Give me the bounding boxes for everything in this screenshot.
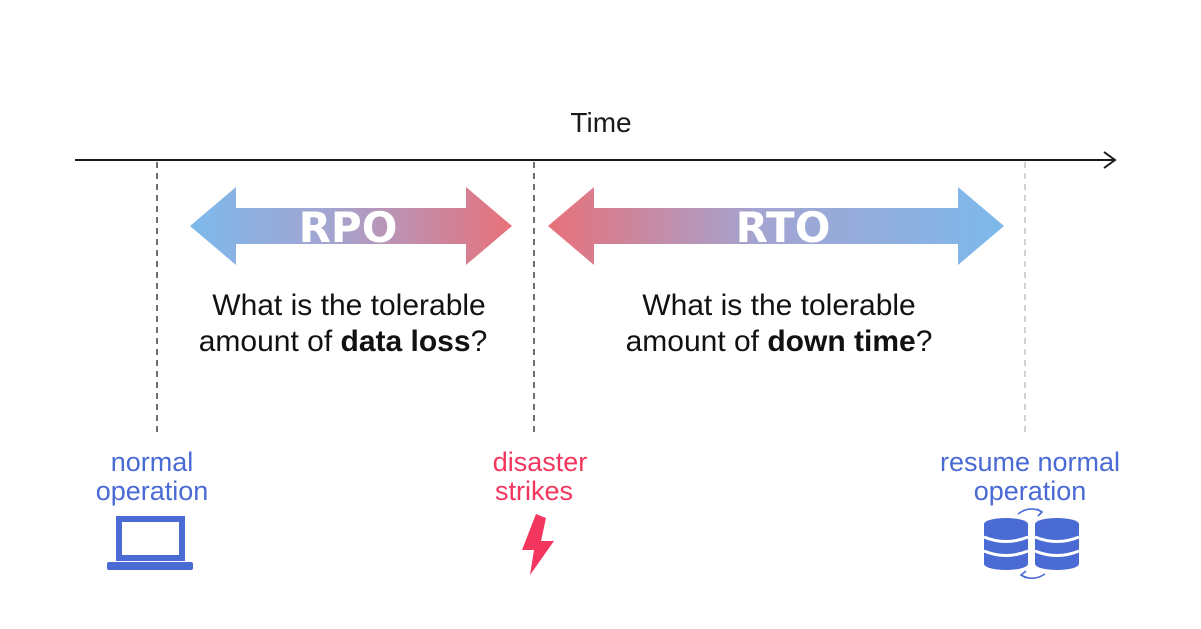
- time-axis-label: Time: [570, 107, 631, 138]
- rpo-question-line2: amount of data loss?: [199, 325, 488, 358]
- rto-question-emphasis: down time: [767, 325, 915, 358]
- laptop-icon: [107, 516, 193, 570]
- rpo-question-suffix: ?: [471, 325, 488, 358]
- rto-arrow: RTO: [548, 187, 1004, 265]
- rto-question-prefix: amount of: [626, 325, 768, 358]
- event-disaster: disaster strikes: [493, 447, 588, 575]
- event-normal-operation: normal operation: [96, 447, 209, 570]
- rto-question-line1: What is the tolerable: [642, 289, 915, 322]
- event-normal-line1: normal: [111, 447, 194, 477]
- rpo-question-prefix: amount of: [199, 325, 341, 358]
- event-resume-line1: resume normal: [940, 447, 1120, 477]
- rpo-question-emphasis: data loss: [341, 325, 471, 358]
- event-normal-line2: operation: [96, 476, 209, 506]
- rpo-label: RPO: [299, 203, 398, 252]
- event-resume-line2: operation: [974, 476, 1087, 506]
- event-resume: resume normal operation: [940, 447, 1120, 580]
- event-disaster-line2: strikes: [495, 476, 573, 506]
- rto-label: RTO: [736, 203, 831, 252]
- rpo-question-line1: What is the tolerable: [212, 289, 485, 322]
- lightning-bolt-icon: [522, 514, 554, 575]
- rto-question-line2: amount of down time?: [626, 325, 933, 358]
- rto-question-suffix: ?: [916, 325, 933, 358]
- time-axis: [75, 151, 1117, 169]
- rpo-question: What is the tolerable amount of data los…: [199, 289, 488, 358]
- database-sync-icon: [983, 508, 1080, 580]
- rpo-arrow: RPO: [190, 187, 512, 265]
- event-disaster-line1: disaster: [493, 447, 588, 477]
- rto-question: What is the tolerable amount of down tim…: [626, 289, 933, 358]
- time-axis-arrowhead: [1103, 151, 1117, 169]
